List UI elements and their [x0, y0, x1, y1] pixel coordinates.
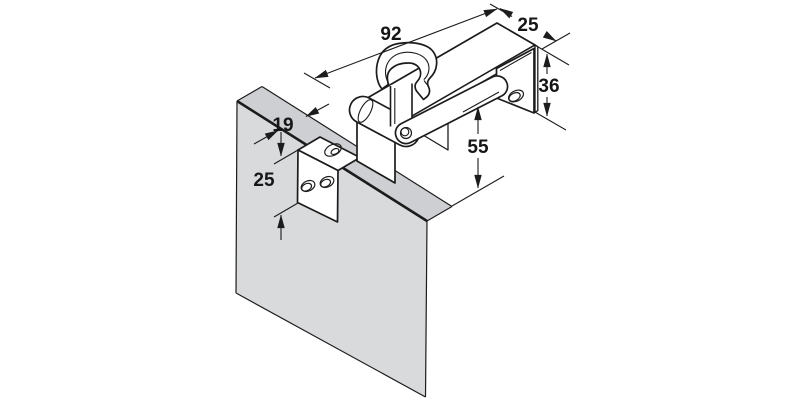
edge-bracket: [296, 136, 361, 223]
dimension-flange-height: 36: [532, 43, 570, 131]
right-flange-hole: [507, 89, 525, 103]
pivot-strap: [394, 75, 509, 145]
dimension-rail-depth: 25: [499, 8, 571, 50]
dim-label-19: 19: [272, 115, 293, 136]
edge-bracket-front-hole-right: [319, 175, 335, 189]
edge-bracket-front-hole-left: [300, 179, 316, 193]
dim-label-55: 55: [467, 137, 489, 158]
panel-front-face: [236, 101, 427, 397]
dimension-drop: 55: [451, 91, 505, 207]
dim-label-25-height: 25: [253, 170, 275, 191]
dimension-bracket-height: 25: [253, 132, 299, 240]
dim-label-92: 92: [380, 24, 401, 45]
dim-label-25-depth: 25: [517, 15, 539, 36]
right-flange-outer-edge: [534, 44, 539, 114]
edge-bracket-top-hole: [324, 143, 342, 157]
dim-label-36: 36: [538, 76, 559, 97]
edge-bracket-front-face: [296, 149, 339, 223]
dimension-panel-thickness: 19: [253, 103, 330, 145]
pivot-hole: [399, 126, 413, 140]
dimensions: 92 25 36 55 19: [253, 3, 571, 240]
